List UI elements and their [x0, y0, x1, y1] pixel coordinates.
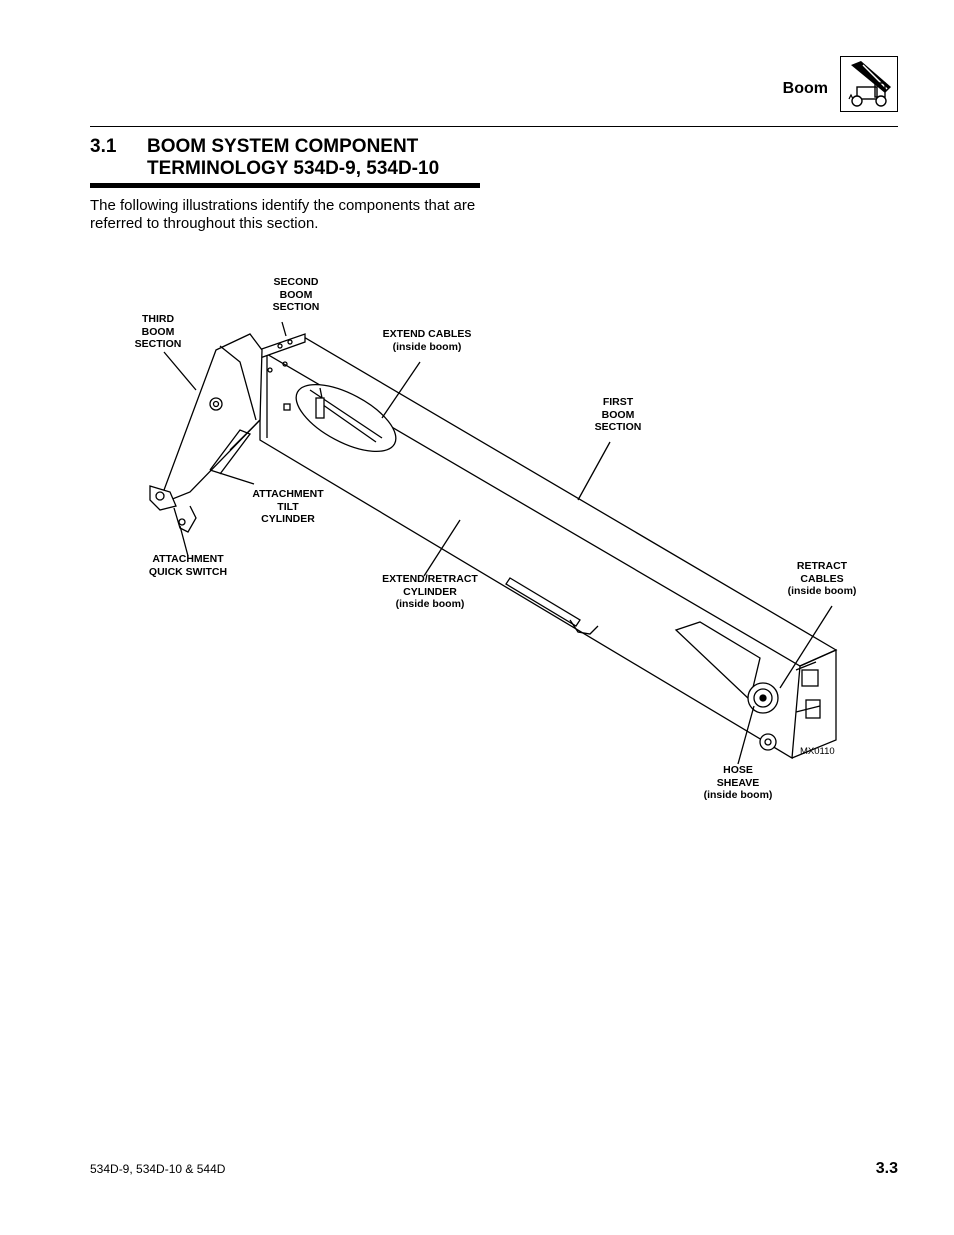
- page-number: 3.3: [875, 1160, 898, 1177]
- label-extend-cables: EXTEND CABLES (inside boom): [382, 328, 472, 353]
- section-number: 3.1: [90, 136, 117, 157]
- label-first-boom-section: FIRST BOOM SECTION: [594, 396, 642, 433]
- boom-machine-icon: [840, 56, 898, 112]
- footer-models: 534D-9, 534D-10 & 544D: [90, 1162, 226, 1176]
- label-hose-sheave: HOSE SHEAVE (inside boom): [703, 764, 773, 801]
- label-retract-cables: RETRACT CABLES (inside boom): [787, 560, 857, 597]
- label-second-boom-section: SECOND BOOM SECTION: [272, 276, 320, 313]
- label-third-boom-section: THIRD BOOM SECTION: [134, 313, 182, 350]
- label-attachment-tilt-cylinder: ATTACHMENT TILT CYLINDER: [252, 488, 324, 525]
- boom-drawing: [149, 321, 838, 765]
- intro-paragraph: The following illustrations identify the…: [90, 197, 476, 232]
- figure-id: MX0110: [800, 746, 835, 757]
- label-extend-retract-cylinder: EXTEND/RETRACT CYLINDER (inside boom): [382, 573, 478, 610]
- header-divider: [90, 126, 898, 127]
- header-section-name: Boom: [782, 80, 828, 97]
- title-underline: [90, 183, 480, 188]
- section-title: BOOM SYSTEM COMPONENT TERMINOLOGY 534D-9…: [147, 136, 440, 179]
- label-attachment-quick-switch: ATTACHMENT QUICK SWITCH: [148, 553, 228, 578]
- boom-illustration: SECOND BOOM SECTION THIRD BOOM SECTION E…: [120, 270, 860, 810]
